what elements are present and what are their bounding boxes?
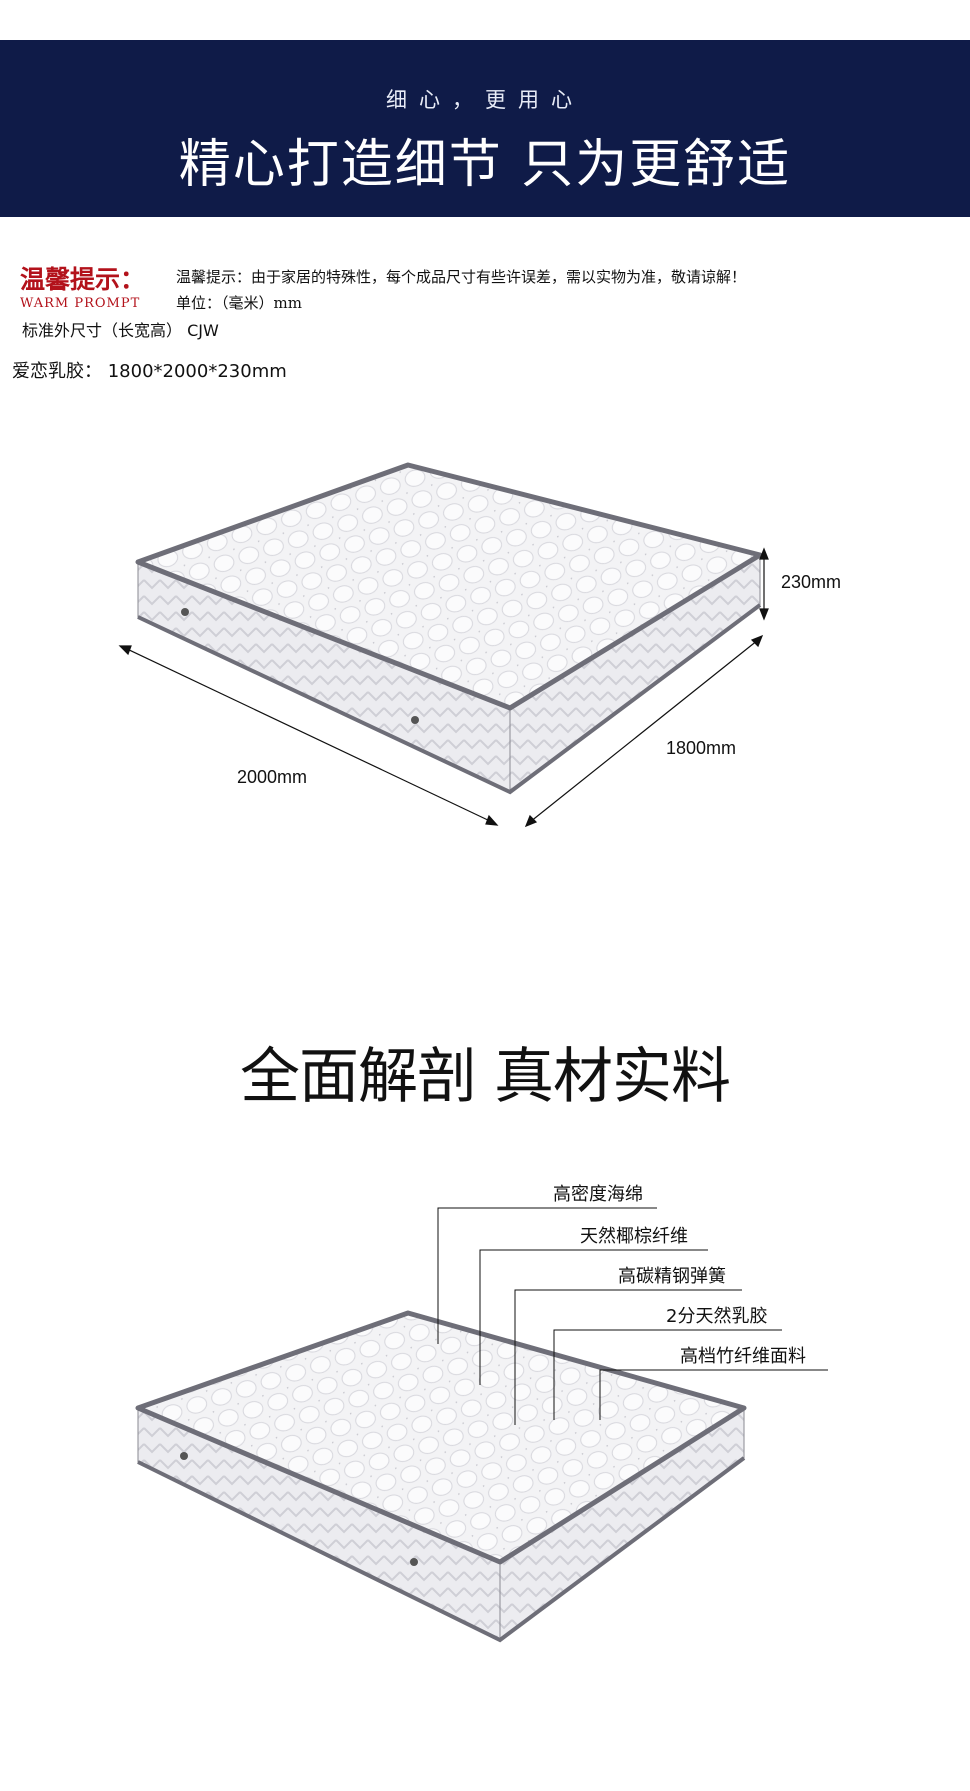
banner-subtitle: 细心，更用心 bbox=[386, 88, 584, 112]
layer-label-5: 高档竹纤维面料 bbox=[680, 1346, 806, 1367]
layer-callouts bbox=[437, 1207, 828, 1425]
layer-label-2: 天然椰棕纤维 bbox=[580, 1226, 688, 1247]
dim-length: 2000mm bbox=[237, 767, 307, 787]
layer-label-4: 2分天然乳胶 bbox=[666, 1306, 767, 1327]
product-size: 爱恋乳胶： 1800*2000*230mm bbox=[12, 361, 287, 382]
dim-width: 1800mm bbox=[666, 738, 736, 758]
banner-title: 精心打造细节 只为更舒适 bbox=[178, 135, 792, 195]
section-title-anatomy: 全面解剖 真材实料 bbox=[239, 1042, 731, 1112]
layer-label-3: 高碳精钢弹簧 bbox=[618, 1266, 726, 1287]
mattress-image-bottom bbox=[135, 1310, 747, 1643]
tip-text: 温馨提示：由于家居的特殊性，每个成品尺寸有些许误差，需以实物为准，敬请谅解！ bbox=[176, 268, 747, 286]
layer-label-1: 高密度海绵 bbox=[553, 1184, 643, 1205]
header-banner: 细心，更用心 精心打造细节 只为更舒适 bbox=[0, 40, 970, 217]
tip-heading: 温馨提示： bbox=[20, 265, 146, 294]
mattress-image-top bbox=[135, 462, 763, 795]
dimension-lines bbox=[118, 547, 769, 828]
standard-size-label: 标准外尺寸（长宽高） CJW bbox=[22, 321, 219, 340]
tip-heading-en: WARM PROMPT bbox=[20, 296, 141, 311]
dim-height: 230mm bbox=[781, 572, 841, 592]
tip-unit: 单位：（毫米）mm bbox=[176, 294, 302, 312]
